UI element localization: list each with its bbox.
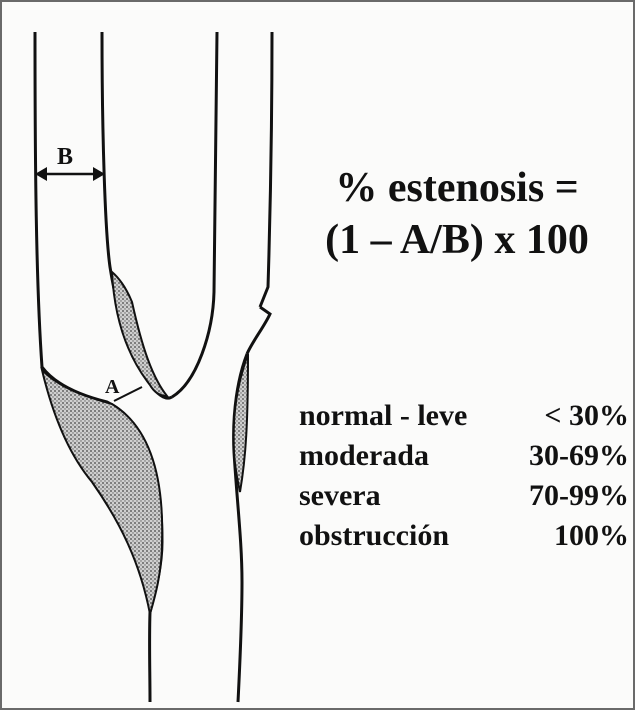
formula-line-2: (1 – A/B) x 100 (302, 216, 612, 264)
grade-row: moderada 30-69% (299, 436, 629, 476)
grade-value: 70-99% (529, 476, 629, 516)
label-a: A (105, 376, 119, 399)
grade-label: obstrucción (299, 516, 449, 556)
grade-label: moderada (299, 436, 429, 476)
grade-value: < 30% (544, 396, 629, 436)
external-carotid-left-wall (172, 32, 217, 397)
grade-row: normal - leve < 30% (299, 396, 629, 436)
grade-value: 30-69% (529, 436, 629, 476)
grade-label: severa (299, 476, 381, 516)
formula-line-1: % estenosis = (302, 164, 612, 212)
stenosis-grades: normal - leve < 30% moderada 30-69% seve… (299, 396, 629, 556)
plaque-left-wall (42, 370, 162, 614)
grade-label: normal - leve (299, 396, 467, 436)
external-carotid-right-wall (260, 32, 272, 307)
plaque-right-wall (234, 354, 248, 492)
branch-stub (247, 307, 270, 354)
label-b: B (57, 144, 73, 171)
grade-row: obstrucción 100% (299, 516, 629, 556)
grade-row: severa 70-99% (299, 476, 629, 516)
grade-value: 100% (554, 516, 629, 556)
plaque-internal (112, 272, 167, 396)
